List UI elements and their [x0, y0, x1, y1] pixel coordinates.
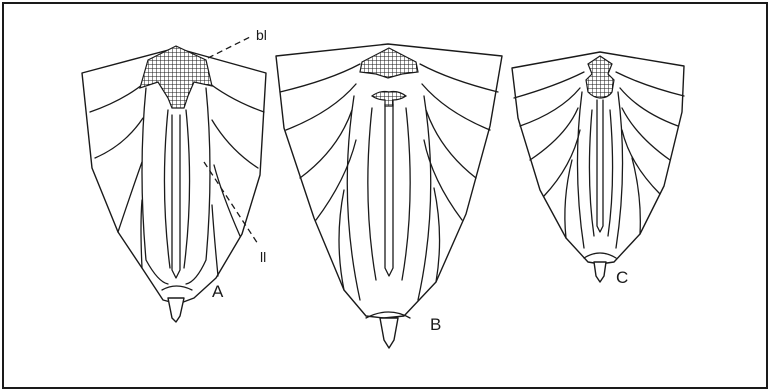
label-b: B: [430, 315, 441, 334]
label-ll: ll: [260, 249, 266, 265]
label-c: C: [616, 268, 628, 287]
specimen-c-spine: [594, 262, 606, 282]
specimen-a: [82, 46, 266, 322]
specimen-c-blotch: [586, 56, 614, 98]
specimen-b-spine: [380, 318, 398, 348]
specimen-a-spine: [168, 298, 184, 322]
label-a: A: [212, 282, 224, 301]
specimen-b: [276, 44, 502, 348]
specimen-b-outline: [276, 44, 502, 318]
specimen-c: [512, 52, 684, 282]
label-bl: bl: [256, 27, 267, 43]
bl-leader: [208, 36, 252, 58]
